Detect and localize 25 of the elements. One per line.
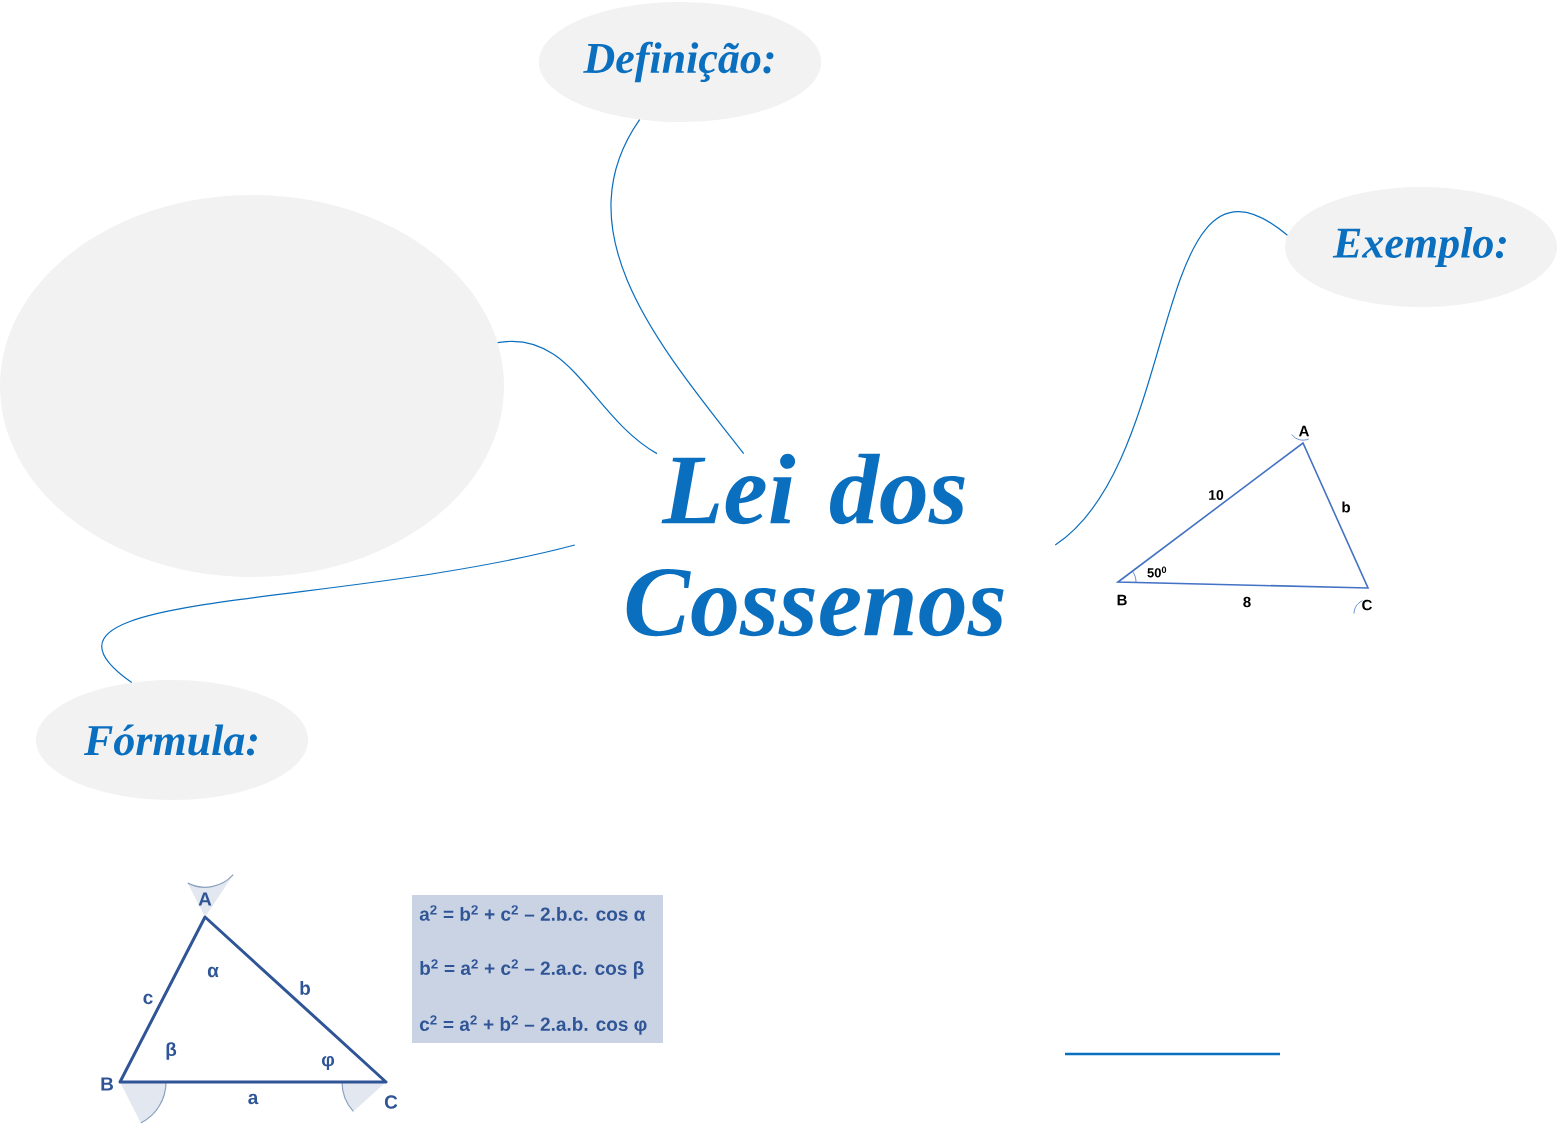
side-label: a	[248, 1093, 259, 1105]
vertex-label: B	[1117, 594, 1127, 606]
side-label: 8	[1243, 596, 1251, 608]
side-label: b	[300, 981, 311, 995]
vertex-label: C	[384, 1095, 398, 1109]
formula-text: a$^{2}$ = b$^{2}$ + c$^{2}$ – 2.b.c. cos α	[419, 905, 646, 921]
vertex-label: B	[101, 1077, 113, 1091]
empty-ellipse	[0, 195, 504, 577]
side-label: b	[1342, 501, 1350, 513]
connector-line	[101, 544, 576, 684]
angle-label: β	[166, 1042, 177, 1060]
angle-label: α	[207, 966, 219, 978]
title-text: Lei dos Cossenos	[626, 453, 1004, 637]
formula-text: b$^{2}$ = a$^{2}$ + c$^{2}$ – 2.a.c. cos β	[420, 959, 644, 979]
connector-line	[610, 119, 745, 455]
vertex-label: A	[198, 892, 212, 906]
angle-label: φ	[321, 1055, 335, 1071]
vertex-label: C	[1362, 599, 1372, 611]
connector-line	[497, 340, 658, 455]
vertex-label: A	[1298, 425, 1309, 437]
side-label: 10	[1209, 490, 1224, 500]
side-label: c	[143, 993, 153, 1005]
formula-text: c$^{2}$ = a$^{2}$ + b$^{2}$ – 2.a.b. cos φ	[419, 1015, 647, 1035]
connector-line	[1054, 211, 1288, 546]
angle-label: 50$^{0}$	[1147, 566, 1167, 578]
